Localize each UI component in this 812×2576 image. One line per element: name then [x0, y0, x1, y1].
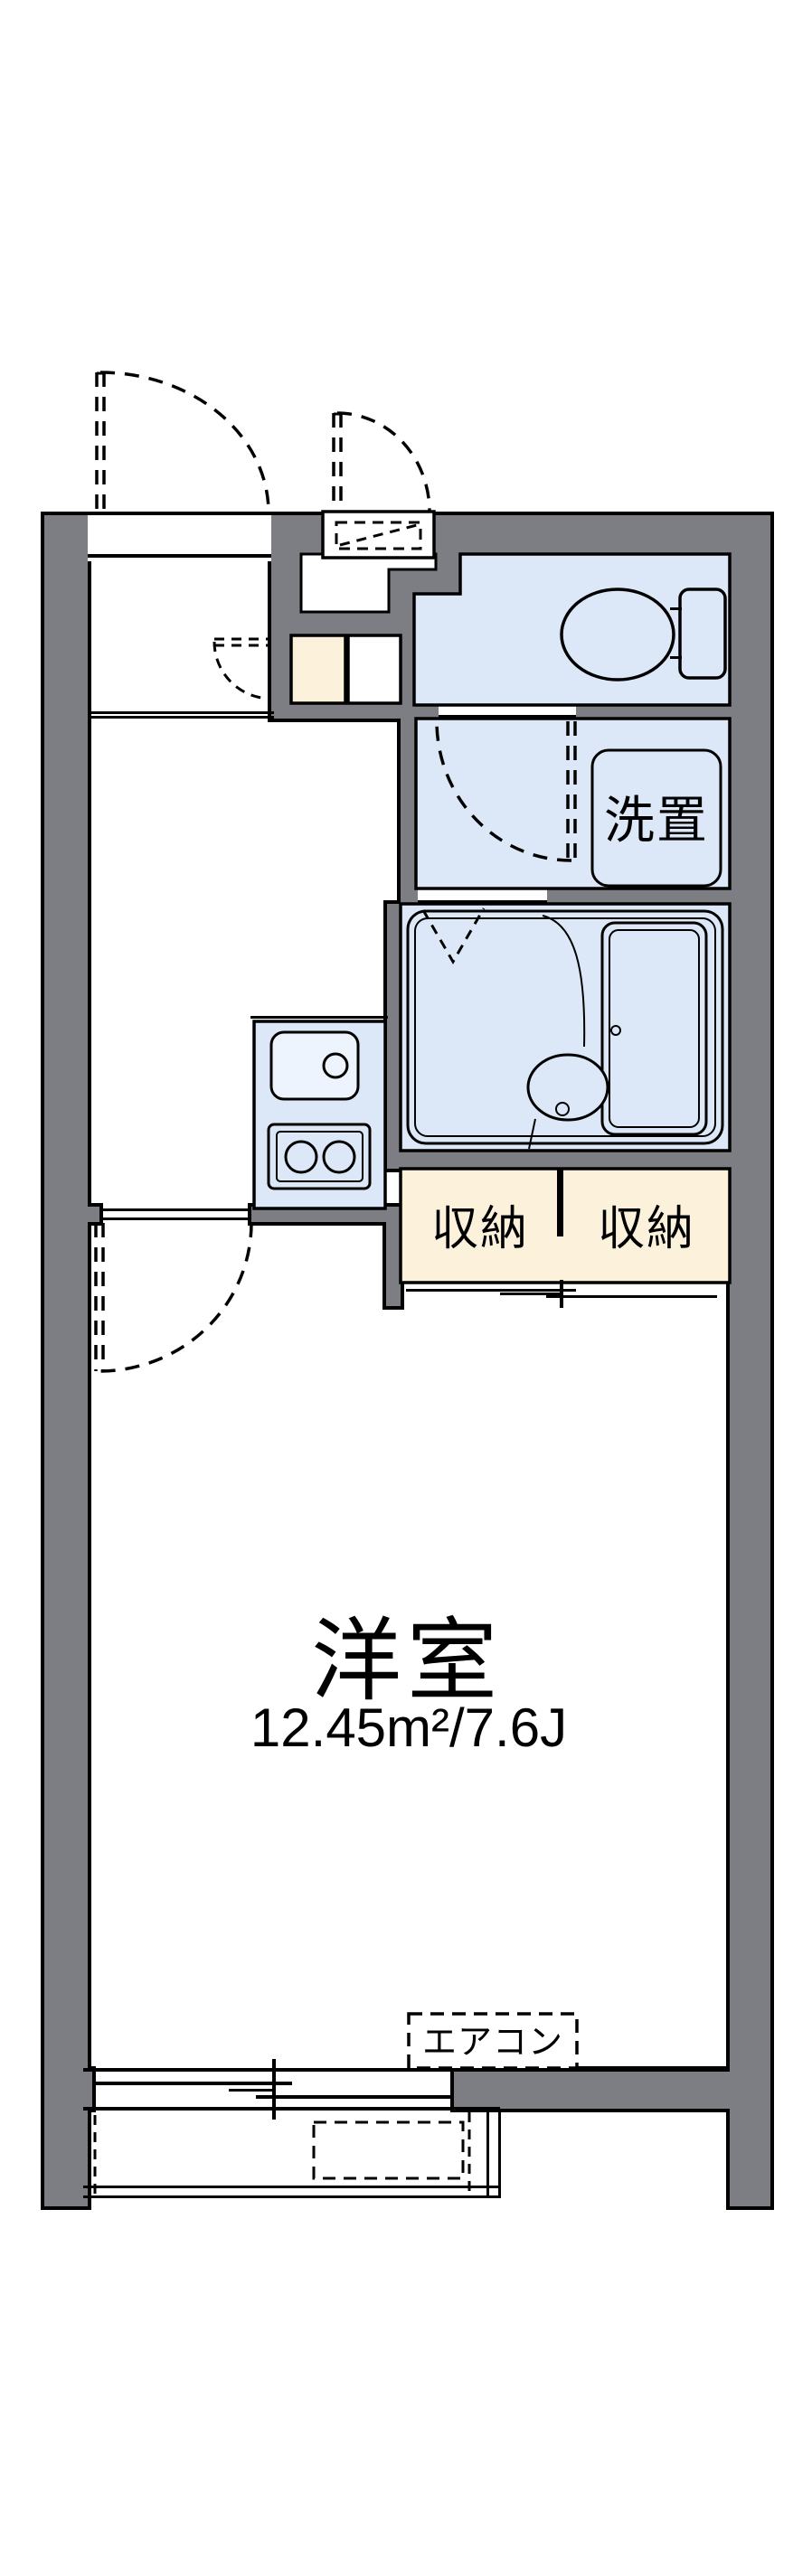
- toilet-icon: [560, 588, 727, 682]
- storage-left-label: 収納: [431, 1203, 529, 1255]
- western-room: 洋室 12.45m²/7.6J: [250, 1611, 567, 1758]
- walls: [44, 515, 770, 2206]
- meter-box-door-swing: [332, 411, 431, 512]
- aircon-label: エアコン: [422, 2024, 563, 2062]
- shoe-cabinet: [289, 634, 347, 705]
- balcony-equipment-box: [312, 2120, 465, 2180]
- entrance-door-swing: [95, 371, 270, 513]
- laundry-space-label: 洗置: [604, 792, 709, 849]
- sliding-window: [95, 2059, 450, 2120]
- western-room-label: 洋室: [311, 1611, 503, 1712]
- balcony: [83, 2111, 501, 2198]
- storage-right-label: 収納: [598, 1203, 695, 1255]
- kitchen-unit: [250, 1016, 388, 1210]
- meter-box: [321, 510, 436, 559]
- shower-basin-icon: [526, 915, 609, 1150]
- stove-icon: [267, 1123, 372, 1190]
- bathroom-folding-door: [421, 907, 486, 964]
- entry-side-cabinet: [346, 634, 402, 705]
- toilet-room: [412, 552, 732, 707]
- kitchen-sink-icon: [269, 1030, 360, 1101]
- washroom-door-swing: [435, 720, 577, 862]
- hall-threshold: [88, 711, 274, 719]
- room-threshold: [99, 1208, 251, 1220]
- storage-closets: 収納 収納: [399, 1167, 732, 1308]
- entrance-door-opening: [88, 508, 271, 561]
- room-bottom-edge: [83, 2068, 730, 2111]
- storage-sliding-door: [406, 1280, 717, 1308]
- kitchen-door-swing: [212, 637, 272, 700]
- washing-machine-pan-icon: [590, 748, 722, 888]
- aircon-box: エアコン: [407, 2012, 579, 2070]
- genkan-step: [299, 552, 438, 614]
- washroom: 洗置: [414, 717, 732, 890]
- room-door-swing: [94, 1222, 253, 1373]
- bathtub-icon: [600, 921, 708, 1136]
- western-room-area-label: 12.45m²/7.6J: [250, 1697, 567, 1758]
- bathroom: [399, 902, 732, 1152]
